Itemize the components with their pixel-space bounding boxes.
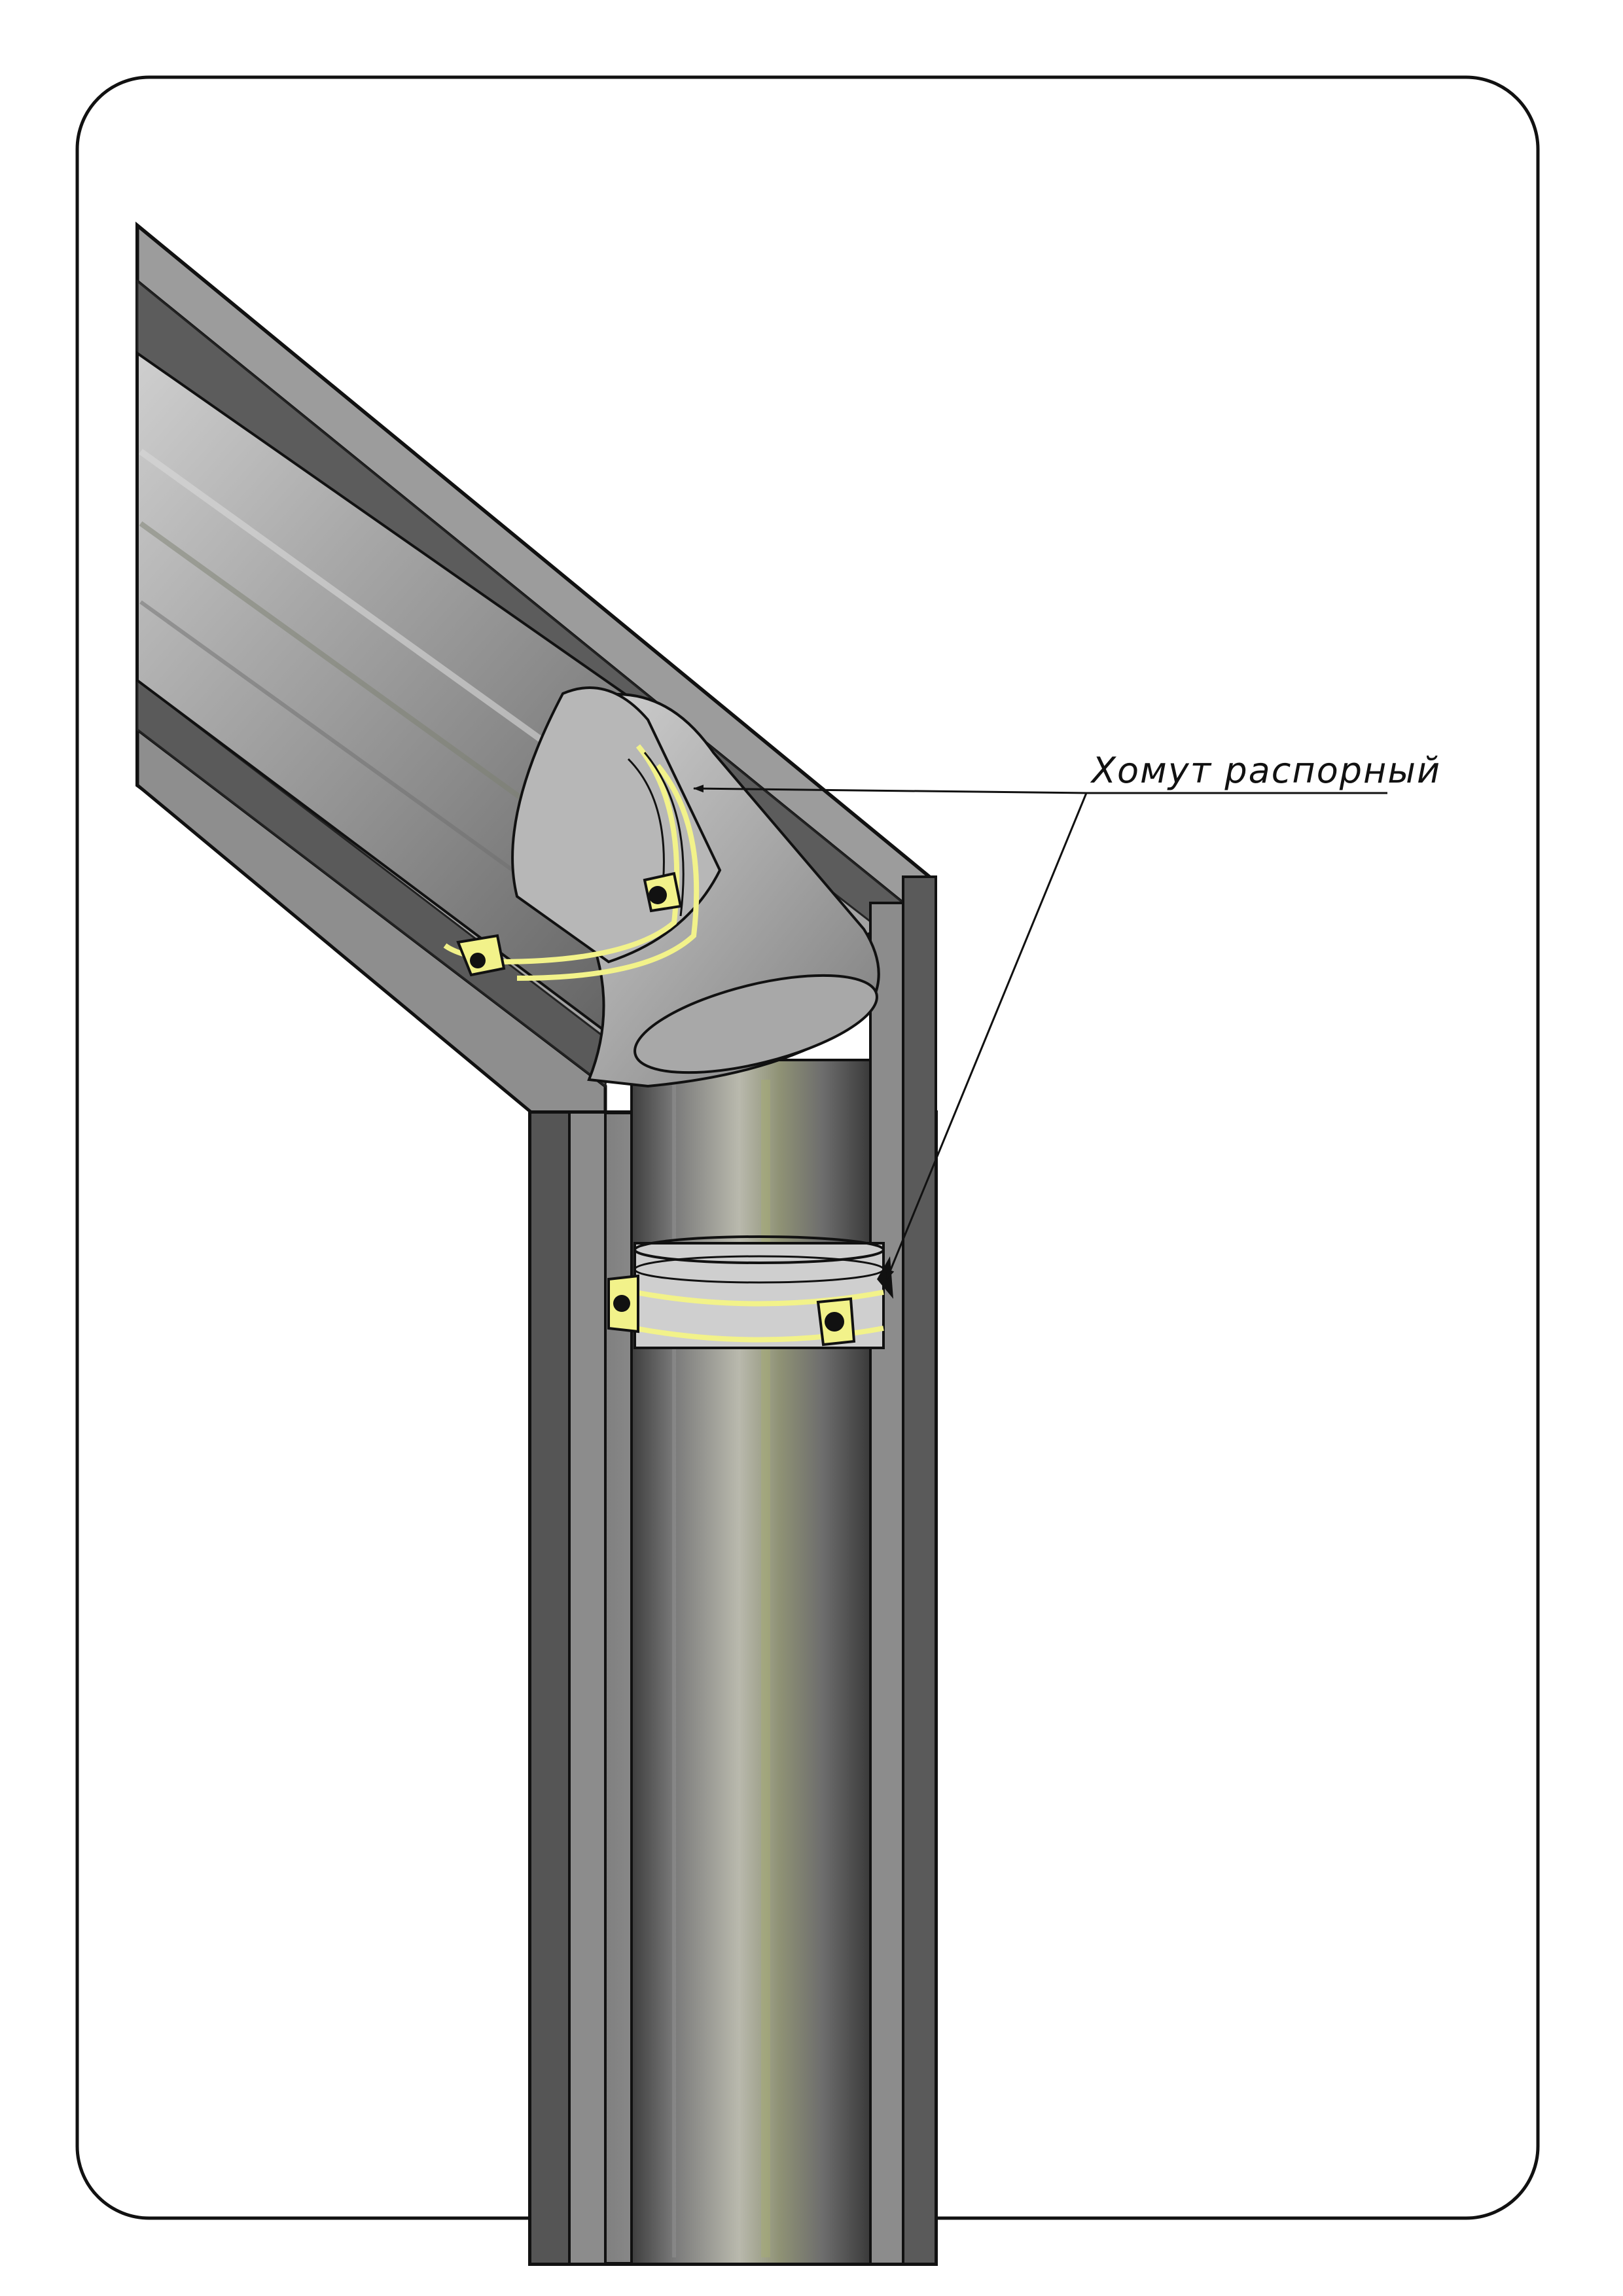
upper-spacer-clamp bbox=[443, 744, 700, 981]
lower-spacer-clamp bbox=[607, 1235, 893, 1349]
callout-label: Хомут распорный bbox=[1090, 750, 1441, 791]
callout-leader: Хомут распорный bbox=[693, 750, 1441, 1280]
